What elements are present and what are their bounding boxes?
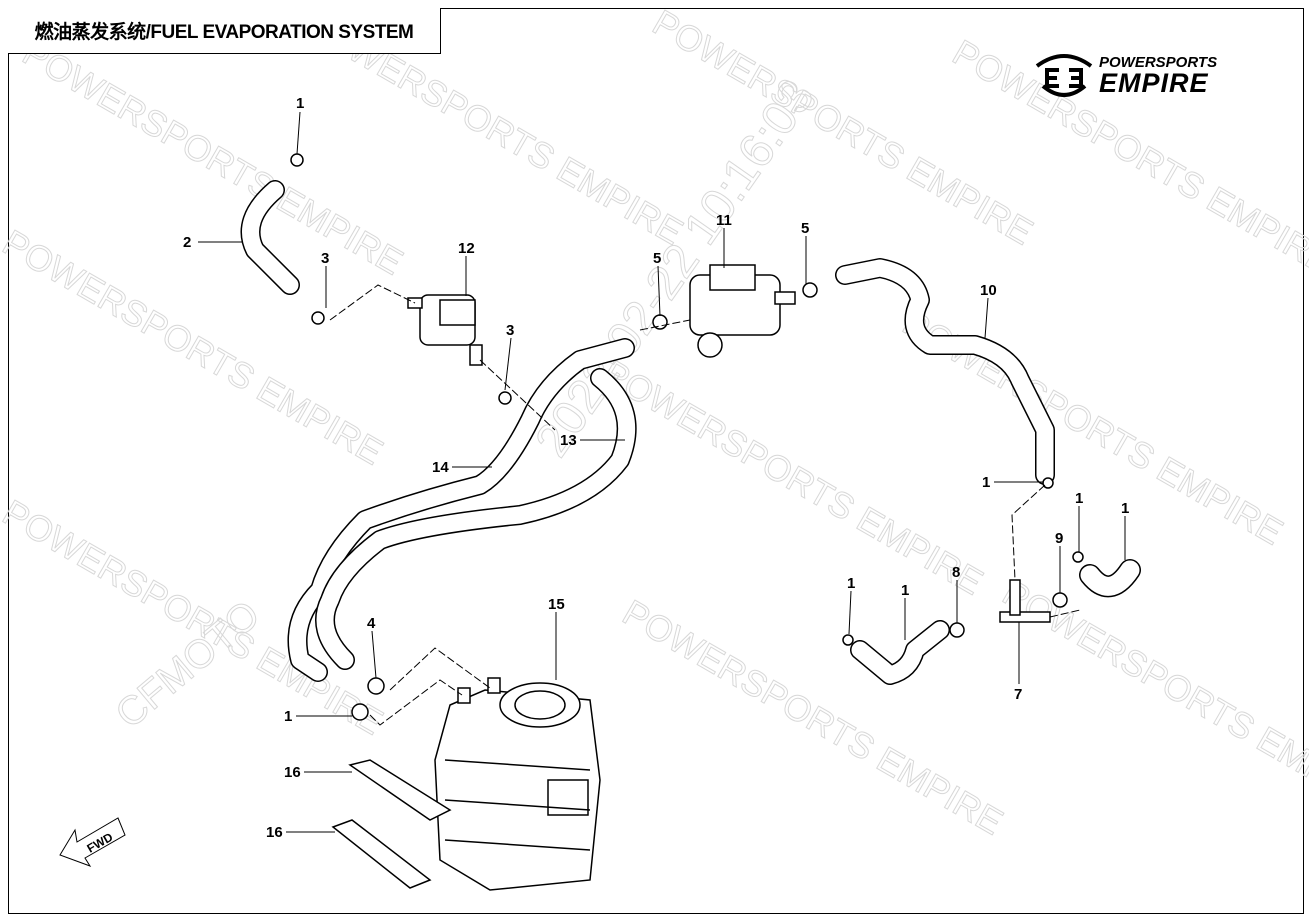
callout: 9 <box>1055 530 1063 547</box>
callout: 2 <box>183 234 191 251</box>
svg-text:POWERSPORTS EMPIRE: POWERSPORTS EMPIRE <box>996 571 1309 822</box>
callout: 7 <box>1014 686 1022 703</box>
fwd-arrow-icon: FWD <box>59 817 126 867</box>
logo-line-2: EMPIRE <box>1099 68 1209 98</box>
callout: 1 <box>901 582 909 599</box>
callout: 15 <box>548 596 565 613</box>
svg-text:POWERSPORTS EMPIRE: POWERSPORTS EMPIRE <box>0 221 390 472</box>
callout: 12 <box>458 240 475 257</box>
callout: 1 <box>982 474 990 491</box>
callout: 11 <box>716 212 732 229</box>
callout: 5 <box>801 220 809 237</box>
callout-labels: 1 2 3 12 3 5 11 5 10 13 14 1 1 1 9 8 1 1… <box>183 95 1129 841</box>
hose-14 <box>287 338 635 682</box>
svg-text:POWERSPORTS EMPIRE: POWERSPORTS EMPIRE <box>16 31 410 282</box>
callout: 1 <box>284 708 292 725</box>
empire-emblem-icon <box>1035 54 1093 97</box>
brand-logo: POWERSPORTS EMPIRE <box>1033 52 1217 100</box>
filter-16-lower <box>331 819 432 889</box>
callout: 1 <box>1075 490 1083 507</box>
callout: 3 <box>506 322 514 339</box>
callout: 4 <box>367 615 376 632</box>
logo-line-1: POWERSPORTS <box>1099 54 1218 71</box>
valve-12 <box>407 294 483 366</box>
hoses <box>240 180 1141 685</box>
callout: 1 <box>296 95 304 112</box>
svg-text:POWERSPORTS EMPIRE: POWERSPORTS EMPIRE <box>596 351 990 602</box>
canister-15 <box>434 677 601 891</box>
drawing-frame <box>8 8 1304 914</box>
callout: 16 <box>284 764 301 781</box>
solenoid-valve-11 <box>689 264 796 358</box>
hose-right-lower <box>850 620 950 685</box>
page-title: 燃油蒸发系统/FUEL EVAPORATION SYSTEM <box>8 8 441 54</box>
hose-10 <box>835 258 1055 485</box>
clamps <box>290 153 1084 721</box>
callout: 16 <box>266 824 283 841</box>
callout: 3 <box>321 250 329 267</box>
hose-2 <box>240 180 300 295</box>
callout: 8 <box>952 564 960 581</box>
hose-right-elbow <box>1079 559 1141 598</box>
callout: 5 <box>653 250 661 267</box>
hose-13 <box>315 368 637 670</box>
callout: 14 <box>432 459 449 476</box>
callout: 13 <box>560 432 577 449</box>
callout: 1 <box>1121 500 1129 517</box>
watermark: POWERSPORTS EMPIRE POWERSPORTS EMPIRE PO… <box>0 1 1309 843</box>
callout: 10 <box>980 282 997 299</box>
callouts <box>198 111 1126 833</box>
callout: 1 <box>847 575 855 592</box>
filter-16-upper <box>348 759 452 821</box>
connection-lines <box>329 284 1081 726</box>
